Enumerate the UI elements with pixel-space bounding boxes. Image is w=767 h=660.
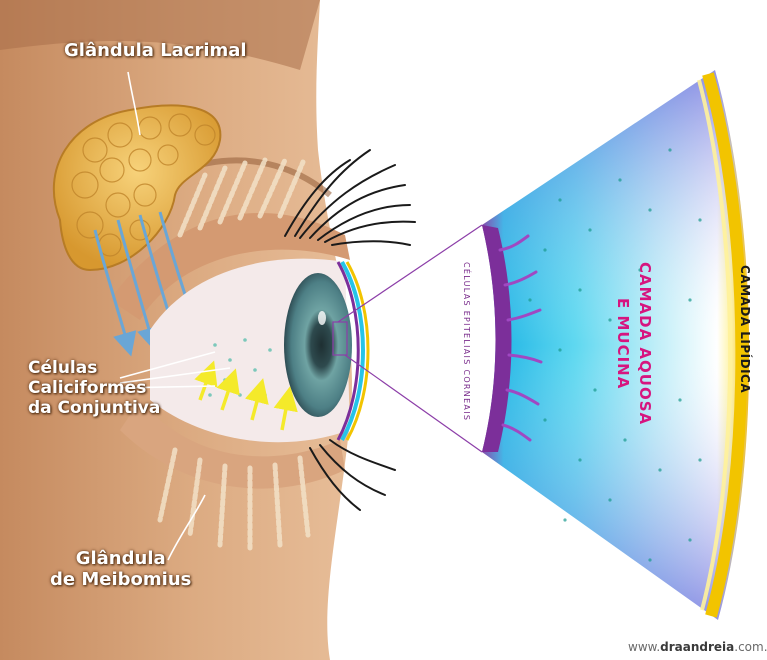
iris xyxy=(284,273,352,417)
watermark: www.draandreia.com.b xyxy=(628,640,767,654)
pupil-highlight xyxy=(318,311,326,325)
label-aqueous-mucin-layer: CAMADA AQUOSA E MUCINA xyxy=(612,262,656,425)
label-aqueous-line1: CAMADA AQUOSA xyxy=(634,262,656,425)
zoom-connector xyxy=(333,225,482,452)
label-lacrimal-gland: Glândula Lacrimal xyxy=(64,40,247,61)
label-goblet-cells-line1: Células xyxy=(28,358,160,378)
label-goblet-cells: Células Caliciformes da Conjuntiva xyxy=(28,358,160,418)
label-corneal-epithelial-cells: CÉLULAS EPITELIAIS CORNEAIS xyxy=(462,262,471,421)
watermark-prefix: www. xyxy=(628,640,660,654)
watermark-suffix: .com.b xyxy=(734,640,767,654)
label-meibomian-line1: Glândula xyxy=(50,548,191,569)
label-meibomian-gland: Glândula de Meibomius xyxy=(50,548,191,590)
label-lipid-layer: CAMADA LIPÍDICA xyxy=(738,265,752,393)
label-aqueous-line2: E MUCINA xyxy=(612,262,634,425)
label-goblet-cells-line2: Caliciformes xyxy=(28,378,160,398)
watermark-brand: draandreia xyxy=(660,640,734,654)
label-meibomian-line2: de Meibomius xyxy=(50,569,191,590)
label-goblet-cells-line3: da Conjuntiva xyxy=(28,398,160,418)
